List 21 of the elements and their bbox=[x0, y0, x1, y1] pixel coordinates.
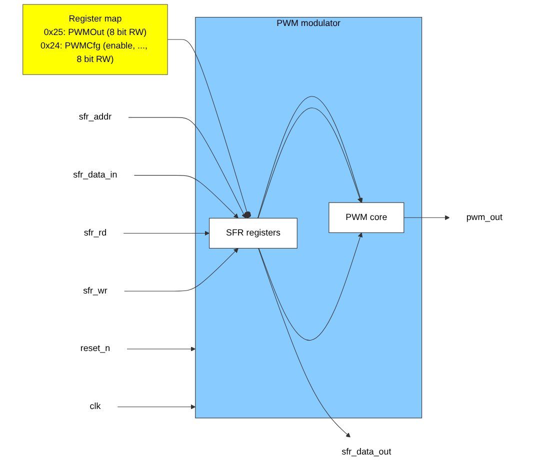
arrow bbox=[128, 117, 246, 218]
node-box: SFR registers bbox=[209, 218, 298, 249]
arrow bbox=[123, 230, 210, 236]
connector bbox=[167, 39, 252, 218]
node-text: sfr_rd bbox=[84, 228, 107, 238]
node-text: pwm_out bbox=[466, 212, 502, 222]
node-box: PWM core bbox=[328, 202, 404, 233]
node-text: sfr_wr bbox=[83, 286, 108, 296]
arrow bbox=[258, 232, 363, 341]
node-text: reset_n bbox=[80, 344, 110, 354]
arrow bbox=[124, 248, 238, 292]
arrow bbox=[126, 346, 196, 352]
node-text: sfr_addr bbox=[78, 112, 112, 122]
node-text: sfr_data_in bbox=[73, 170, 118, 180]
arrow bbox=[134, 175, 238, 218]
node-text: sfr_data_out bbox=[342, 448, 392, 457]
arrow bbox=[117, 404, 196, 410]
node-text: clk bbox=[90, 402, 101, 412]
node-box: Register map 0x25: PWMOut (8 bit RW) 0x24: PWMCfg (enable, ..., 8 bit RW) bbox=[22, 4, 168, 75]
arrow bbox=[404, 215, 450, 220]
arrow bbox=[258, 248, 351, 438]
